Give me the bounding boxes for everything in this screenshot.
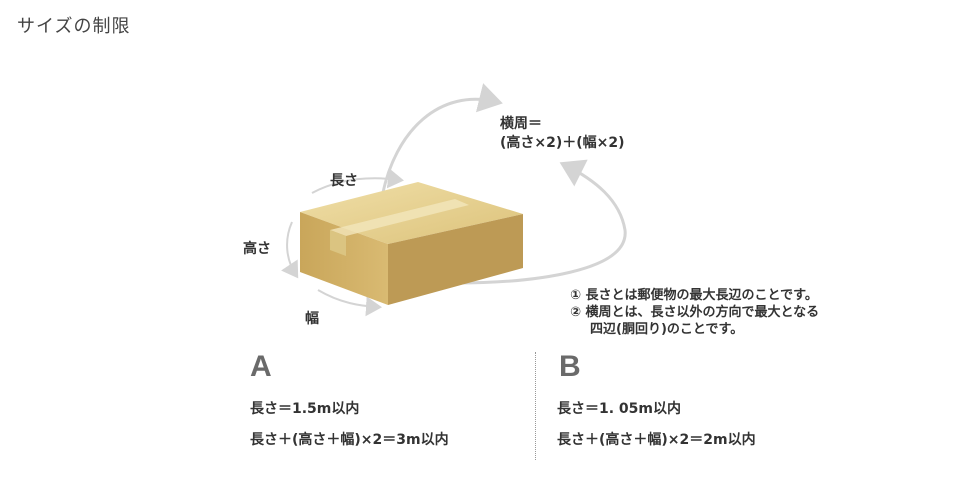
divider xyxy=(535,352,536,460)
option-a-rule-length: 長さ＝1.5m以内 xyxy=(250,401,360,417)
box-right-face xyxy=(388,214,523,305)
box-tape-top xyxy=(330,199,469,236)
note-girth-cont: 四辺(胴回り)のことです。 xyxy=(590,322,744,337)
page-title: サイズの制限 xyxy=(17,16,131,37)
girth-title: 横周＝ xyxy=(500,116,542,132)
option-a-rule-total: 長さ＋(高さ＋幅)×2＝3m以内 xyxy=(250,432,449,448)
option-b-rule-length: 長さ＝1. 05m以内 xyxy=(557,401,682,417)
option-b-letter: B xyxy=(559,350,581,383)
option-a-letter: A xyxy=(250,350,272,383)
height-arrow xyxy=(281,221,299,279)
height-label: 高さ xyxy=(243,241,271,257)
girth-formula: (高さ×2)＋(幅×2) xyxy=(500,135,625,151)
box-left-face xyxy=(300,212,388,305)
length-label: 長さ xyxy=(330,173,358,189)
width-arrow xyxy=(317,289,382,317)
note-length: ① 長さとは郵便物の最大長辺のことです。 xyxy=(570,288,818,303)
length-arrow xyxy=(311,168,404,194)
girth-arrow-lower xyxy=(455,159,627,285)
option-b-rule-total: 長さ＋(高さ＋幅)×2＝2m以内 xyxy=(557,432,756,448)
box-tape-front xyxy=(330,230,346,256)
width-label: 幅 xyxy=(305,311,319,327)
note-girth: ② 横周とは、長さ以外の方向で最大となる xyxy=(570,305,820,320)
girth-arrow-upper xyxy=(380,83,503,198)
